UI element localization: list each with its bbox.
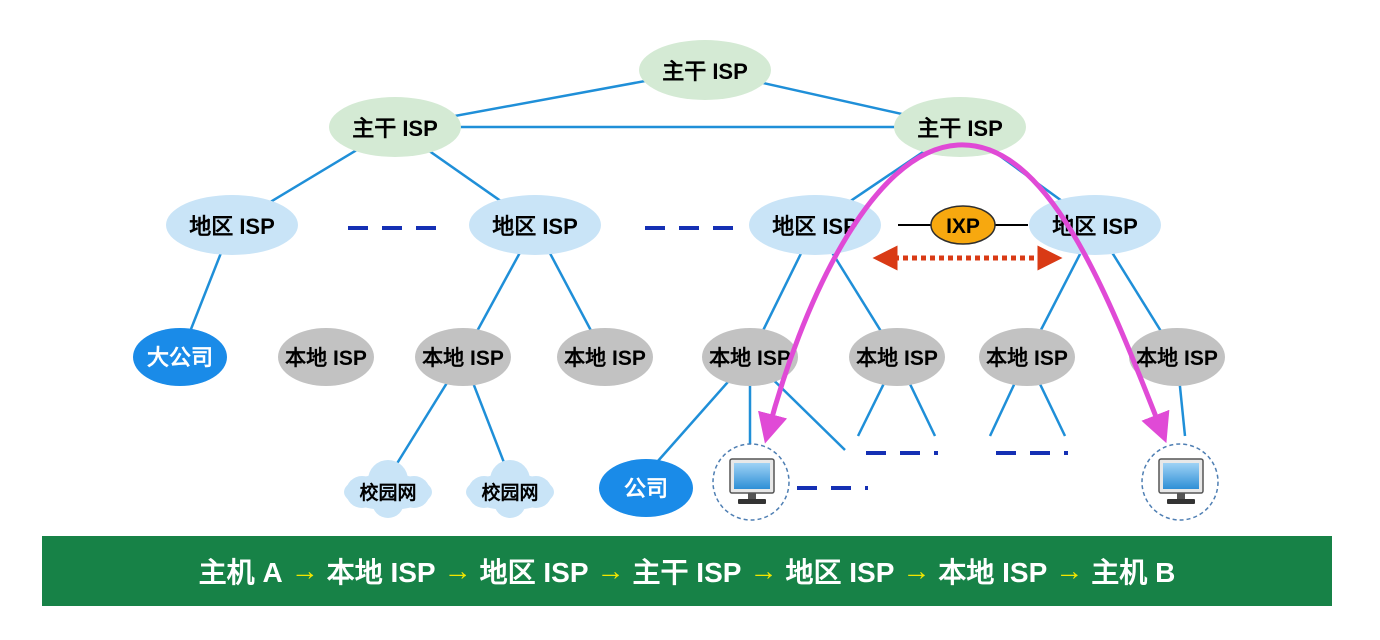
cloud-icon bbox=[344, 460, 432, 518]
node-label: 本地 ISP bbox=[564, 346, 646, 370]
campus-network-cloud: 校园网 bbox=[466, 460, 554, 518]
cloud-icon bbox=[466, 460, 554, 518]
path-step: 主干 ISP bbox=[632, 557, 742, 588]
regional-isp: 地区 ISP bbox=[749, 195, 881, 255]
host-b-computer bbox=[1141, 443, 1219, 521]
node-label: 地区 ISP bbox=[772, 214, 858, 239]
local-isp: 本地 ISP bbox=[702, 328, 798, 386]
ellipsis-dashes bbox=[348, 226, 1068, 490]
local-isp: 本地 ISP bbox=[278, 328, 374, 386]
arrow-icon: → bbox=[443, 555, 472, 586]
node-label: 校园网 bbox=[359, 481, 416, 504]
local-isp: 本地 ISP bbox=[849, 328, 945, 386]
path-step: 本地 ISP bbox=[938, 557, 1048, 588]
route-arrow bbox=[758, 142, 1170, 444]
company-node: 公司 bbox=[599, 459, 693, 517]
node-label: 本地 ISP bbox=[1136, 346, 1218, 370]
node-label: 公司 bbox=[624, 476, 668, 501]
local-isp: 本地 ISP bbox=[1129, 328, 1225, 386]
node-label: 本地 ISP bbox=[709, 346, 791, 370]
node-label: 主干 ISP bbox=[917, 116, 1003, 141]
regional-isp: 地区 ISP bbox=[469, 195, 601, 255]
local-isp: 本地 ISP bbox=[979, 328, 1075, 386]
arrow-icon: → bbox=[596, 555, 625, 586]
node-label: 本地 ISP bbox=[422, 346, 504, 370]
path-step: 本地 ISP bbox=[326, 557, 436, 588]
host-computer-icon bbox=[729, 458, 775, 504]
path-step: 主机 A bbox=[198, 557, 283, 588]
regional-isp: 地区 ISP bbox=[1029, 195, 1161, 255]
arrow-icon: → bbox=[902, 555, 931, 586]
arrow-icon: → bbox=[1055, 555, 1084, 586]
path-step: 主机 B bbox=[1091, 557, 1176, 588]
node-label: 本地 ISP bbox=[285, 346, 367, 370]
ixp-node: IXP bbox=[930, 205, 996, 245]
backbone-isp: 主干 ISP bbox=[894, 97, 1026, 157]
path-banner: 主机 A → 本地 ISP → 地区 ISP → 主干 ISP → 地区 ISP… bbox=[42, 536, 1332, 606]
regional-isp: 地区 ISP bbox=[166, 195, 298, 255]
node-label: 大公司 bbox=[147, 345, 213, 370]
node-label: 主干 ISP bbox=[662, 59, 748, 84]
backbone-isp: 主干 ISP bbox=[639, 40, 771, 100]
path-step: 地区 ISP bbox=[785, 557, 895, 588]
node-label: 本地 ISP bbox=[986, 346, 1068, 370]
node-label: 地区 ISP bbox=[492, 214, 578, 239]
local-isp: 本地 ISP bbox=[415, 328, 511, 386]
node-label: 地区 ISP bbox=[189, 214, 275, 239]
backbone-isp: 主干 ISP bbox=[329, 97, 461, 157]
host-a-computer bbox=[712, 443, 790, 521]
node-label: 本地 ISP bbox=[856, 346, 938, 370]
node-label: IXP bbox=[946, 215, 980, 238]
big-company-node: 大公司 bbox=[133, 328, 227, 386]
local-isp: 本地 ISP bbox=[557, 328, 653, 386]
host-computer-icon bbox=[1158, 458, 1204, 504]
arrow-icon: → bbox=[749, 555, 778, 586]
arrow-icon: → bbox=[290, 555, 319, 586]
node-label: 主干 ISP bbox=[352, 116, 438, 141]
node-label: 校园网 bbox=[481, 481, 538, 504]
path-step: 地区 ISP bbox=[479, 557, 589, 588]
campus-network-cloud: 校园网 bbox=[344, 460, 432, 518]
